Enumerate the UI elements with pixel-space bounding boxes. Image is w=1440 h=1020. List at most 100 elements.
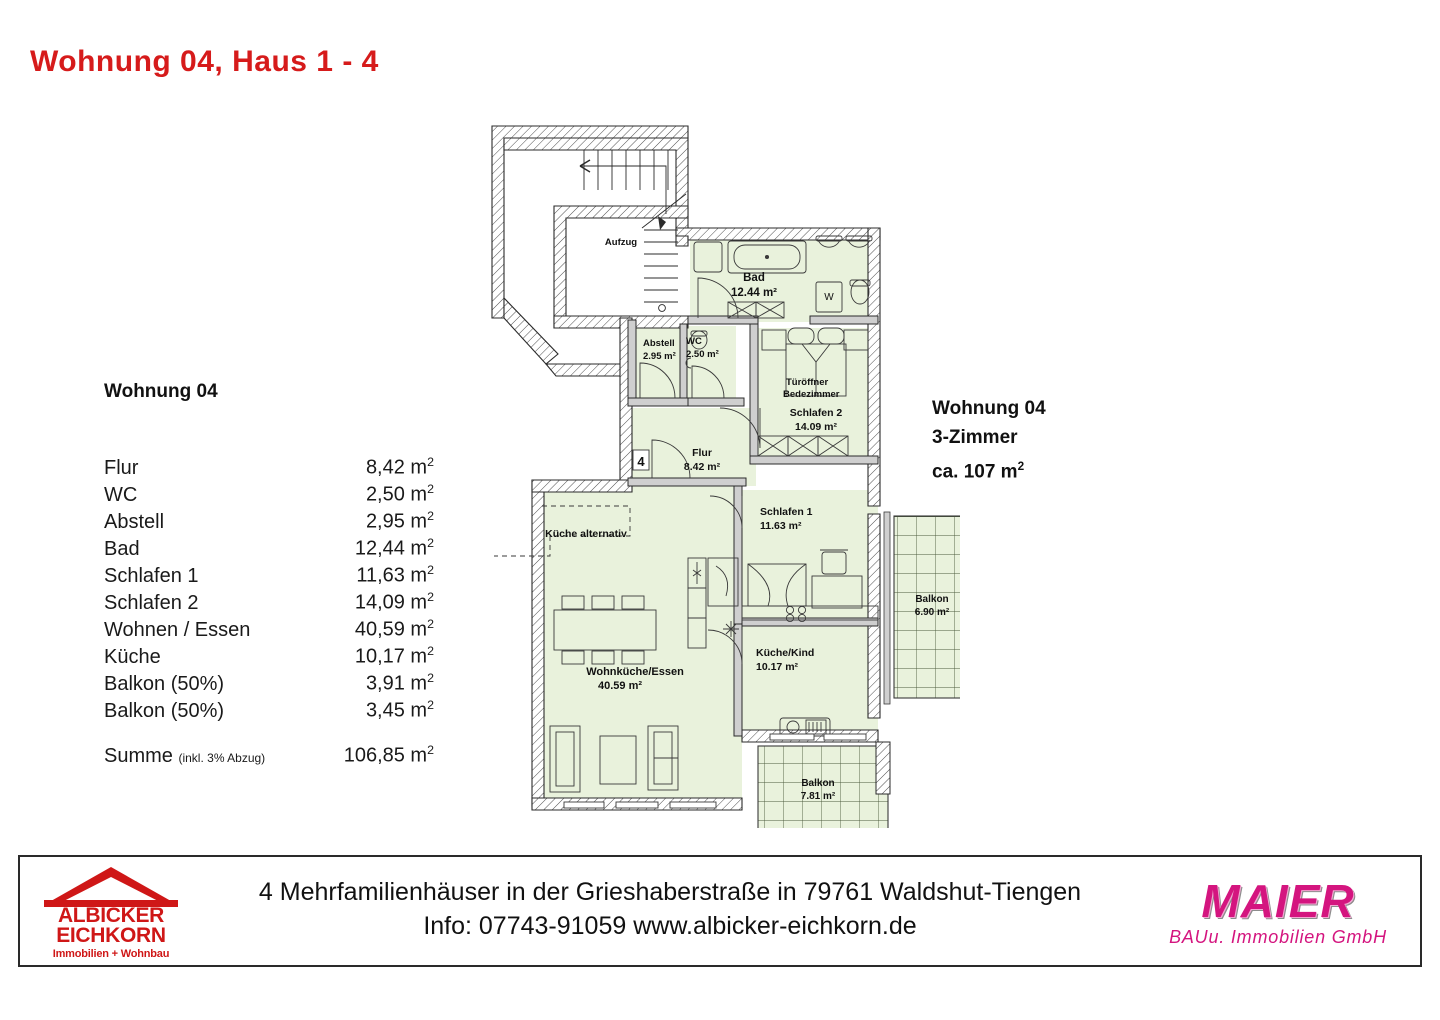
legend-row: Bad 12,44 m2 xyxy=(104,530,434,560)
footer-line-contact: Info: 07743-91059 www.albicker-eichkorn.… xyxy=(423,912,917,940)
wohnkueche-room-label: Wohnküche/Essen xyxy=(586,666,684,678)
legend-row-value: 3,91 m2 xyxy=(365,671,434,695)
balcony-bottom xyxy=(757,741,891,828)
apartment-info-block: Wohnung 04 3-Zimmer ca. 107 m2 xyxy=(932,394,1046,486)
legend-row: Schlafen 2 14,09 m2 xyxy=(104,584,434,614)
flur-room-label: Flur xyxy=(692,447,712,459)
bathroom-fixtures xyxy=(693,235,873,319)
floor-plan: Aufzug xyxy=(480,118,960,828)
legend-row-label: WC xyxy=(104,483,138,506)
unit-superscript: 2 xyxy=(427,536,434,550)
balkon-bottom-label: Balkon xyxy=(801,778,834,789)
apartment-number: 4 xyxy=(637,454,645,469)
legend-row-value: 2,50 m2 xyxy=(365,482,434,506)
kueche-kind-room-area: 10.17 m² xyxy=(756,661,799,673)
info-line-apartment: Wohnung 04 xyxy=(932,398,1046,419)
page-title: Wohnung 04, Haus 1 - 4 xyxy=(30,45,379,78)
legend-row-value: 2,95 m2 xyxy=(365,509,434,533)
legend-sum-row: Summe (inkl. 3% Abzug) 106,85 m2 xyxy=(104,743,434,768)
legend-row: Wohnen / Essen 40,59 m2 xyxy=(104,611,434,641)
legend-sum-value: 106,85 m2 xyxy=(343,743,434,767)
flur-room-area: 8.42 m² xyxy=(684,461,721,473)
unit-superscript: 2 xyxy=(427,455,434,469)
abstell-room-area: 2.95 m² xyxy=(643,351,676,362)
info-line-area: ca. 107 m2 xyxy=(932,460,1025,483)
unit-superscript: 2 xyxy=(427,617,434,631)
unit-superscript: 2 xyxy=(427,644,434,658)
schlafen1-furniture xyxy=(709,495,863,609)
tueroeffner-note-line2: Bedezimmer xyxy=(783,389,840,400)
balcony-right xyxy=(883,511,960,705)
unit-superscript: 2 xyxy=(427,563,434,577)
footer-banner: ALBICKER EICHKORN Immobilien + Wohnbau 4… xyxy=(18,855,1422,967)
staircase xyxy=(579,150,687,312)
footer-contact-text: 4 Mehrfamilienhäuser in der Grieshaberst… xyxy=(190,875,1150,943)
schlafen2-furniture xyxy=(761,327,869,397)
wohnkueche-room-area: 40.59 m² xyxy=(598,680,642,692)
flur-elements xyxy=(632,407,849,479)
room-fills xyxy=(542,236,878,800)
legend-row-label: Küche xyxy=(104,645,161,668)
footer-line-project: 4 Mehrfamilienhäuser in der Grieshaberst… xyxy=(258,878,1082,906)
legend-row-label: Balkon (50%) xyxy=(104,699,225,722)
legend-row: Küche 10,17 m2 xyxy=(104,638,434,668)
balkon-bottom-area: 7.81 m² xyxy=(801,791,836,802)
elevator-label: Aufzug xyxy=(605,237,637,248)
legend-row: Balkon (50%) 3,45 m2 xyxy=(104,692,434,722)
balkon-right-label: Balkon xyxy=(915,594,948,605)
unit-superscript: 2 xyxy=(427,509,434,523)
legend-row: Abstell 2,95 m2 xyxy=(104,503,434,533)
legend-row-label: Abstell xyxy=(104,510,165,533)
kueche-kind-fixtures xyxy=(707,605,879,737)
legend-row-label: Balkon (50%) xyxy=(104,672,225,695)
legend-row-label: Schlafen 2 xyxy=(104,591,199,614)
schlafen1-room-area: 11.63 m² xyxy=(760,520,802,532)
legend-row-value: 14,09 m2 xyxy=(354,590,434,614)
unit-superscript: 2 xyxy=(427,671,434,685)
unit-superscript: 2 xyxy=(427,590,434,604)
unit-superscript: 2 xyxy=(427,482,434,496)
maier-logo-name: MAIER xyxy=(1201,875,1355,927)
unit-superscript: 2 xyxy=(427,743,434,757)
legend-row-label: Flur xyxy=(104,456,139,479)
schlafen2-room-area: 14.09 m² xyxy=(795,421,838,433)
legend-row: Flur 8,42 m2 xyxy=(104,449,434,479)
abstell-room-label: Abstell xyxy=(643,338,675,349)
house-roof-icon xyxy=(44,867,178,907)
legend-sum-label: Summe (inkl. 3% Abzug) xyxy=(104,744,266,767)
legend-row: Schlafen 1 11,63 m2 xyxy=(104,557,434,587)
bad-room-label: Bad xyxy=(743,272,765,284)
wc-room-area: 2.50 m² xyxy=(686,349,719,360)
albicker-logo-tagline: Immobilien + Wohnbau xyxy=(52,948,170,960)
maier-logo-tagline: BAUu. Immobilien GmbH xyxy=(1169,927,1387,947)
washer-icon-label: W xyxy=(824,292,834,303)
albicker-logo-name2: EICHKORN xyxy=(56,924,166,947)
legend-row: Balkon (50%) 3,91 m2 xyxy=(104,665,434,695)
kueche-alternativ-note: Küche alternativ xyxy=(545,528,627,540)
maier-logo: MAIER BAUu. Immobilien GmbH xyxy=(1152,865,1404,959)
tueroeffner-note-line1: Türöffner xyxy=(786,377,829,388)
legend-row: WC 2,50 m2 xyxy=(104,476,434,506)
albicker-logo-name1: ALBICKER xyxy=(57,904,165,927)
interior-walls xyxy=(627,315,879,737)
windows xyxy=(563,733,867,809)
bad-room-area: 12.44 m² xyxy=(731,287,777,299)
legend-row-label: Bad xyxy=(104,537,140,560)
abstell-wc-fixtures xyxy=(639,330,725,399)
kueche-kind-room-label: Küche/Kind xyxy=(756,647,814,659)
wohnkueche-furniture xyxy=(494,505,739,793)
unit-superscript: 2 xyxy=(427,698,434,712)
legend-row-value: 12,44 m2 xyxy=(354,536,434,560)
legend-row-value: 40,59 m2 xyxy=(354,617,434,641)
legend-sum-note: (inkl. 3% Abzug) xyxy=(178,750,266,765)
legend-heading: Wohnung 04 xyxy=(104,381,218,402)
info-line-rooms: 3-Zimmer xyxy=(932,427,1018,448)
legend-row-value: 3,45 m2 xyxy=(365,698,434,722)
wc-room-label: WC xyxy=(686,336,702,347)
unit-superscript: 2 xyxy=(1017,460,1025,473)
legend-row-value: 8,42 m2 xyxy=(365,455,434,479)
albicker-eichkorn-logo: ALBICKER EICHKORN Immobilien + Wohnbau xyxy=(38,861,184,965)
legend-row-value: 11,63 m2 xyxy=(356,563,434,587)
schlafen2-room-label: Schlafen 2 xyxy=(790,407,843,419)
